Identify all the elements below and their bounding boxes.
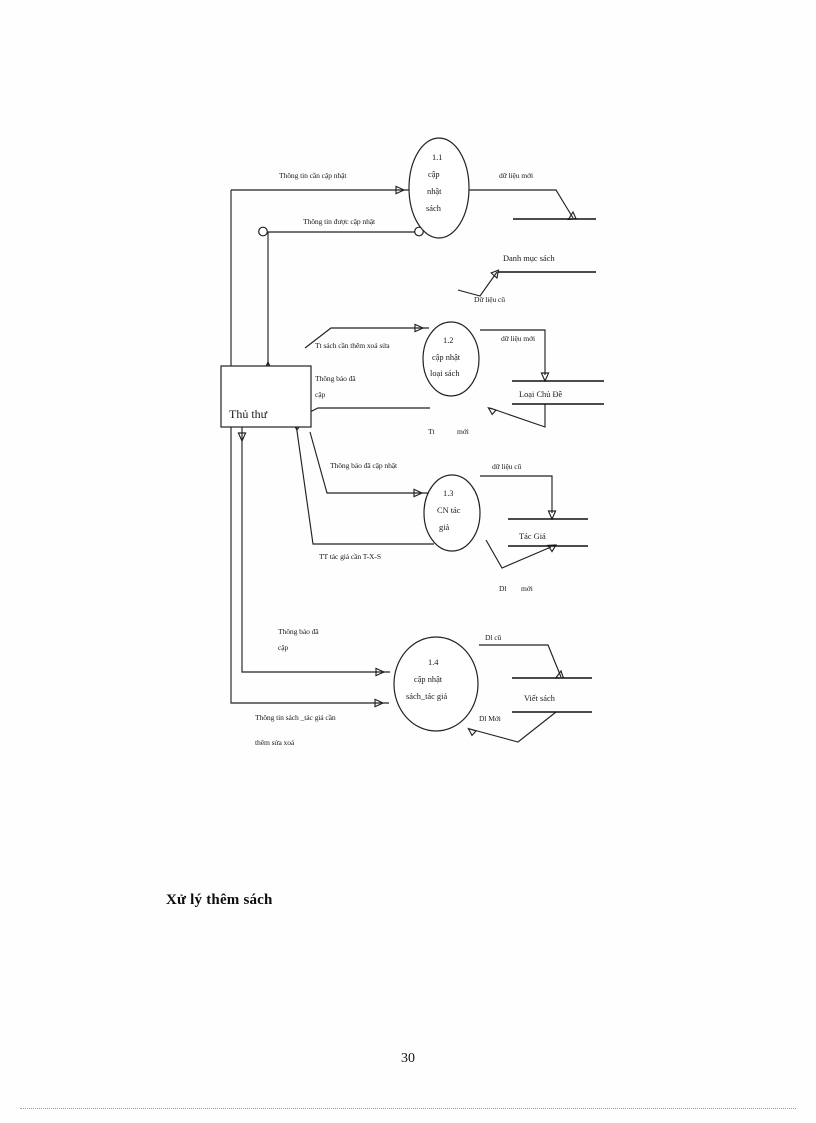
process-1-3: 1.3 CN tác giả bbox=[423, 474, 481, 552]
flow-label-f2: Thông tin được cập nhật bbox=[303, 217, 376, 226]
process-1-1-number: 1.1 bbox=[432, 153, 442, 162]
data-store-tac-gia: Tác Giả bbox=[508, 518, 588, 547]
data-store-danh-muc-sach: Danh mục sách bbox=[498, 254, 596, 273]
flow-label-f8: dữ liệu mới bbox=[501, 334, 535, 343]
process-1-1: 1.1 cập nhật sách bbox=[408, 137, 470, 239]
flow-dl-moi-2-line bbox=[467, 711, 557, 743]
flow-label-f19: Dl Mới bbox=[479, 714, 501, 723]
process-1-3-line2: giả bbox=[439, 523, 450, 532]
flow-label-f1: Thông tin cần cập nhật bbox=[279, 171, 347, 180]
flow-label-f7: cập bbox=[315, 390, 326, 399]
flow-label-f12: TT tác giả cần T-X-S bbox=[319, 552, 381, 561]
external-entity-thu-thu-label: Thủ thư bbox=[229, 407, 268, 421]
flow-label-f20: Thông tin sách _tác giả cần bbox=[255, 713, 336, 722]
flow-label-f4: Dữ liệu cũ bbox=[474, 295, 505, 304]
data-store-viet-sach: Viết sách bbox=[512, 677, 592, 713]
flow-label-f9: Tt bbox=[428, 427, 436, 436]
process-1-4-number: 1.4 bbox=[428, 658, 439, 667]
process-1-2-number: 1.2 bbox=[443, 336, 453, 345]
flow-label-f16: Thông báo đã bbox=[278, 627, 319, 636]
flow-du-lieu-cu-2-line bbox=[480, 475, 557, 521]
process-1-2: 1.2 cập nhật loại sách bbox=[422, 321, 480, 397]
data-store-viet-sach-label: Viết sách bbox=[524, 694, 556, 703]
flow-tt-moi-line bbox=[487, 404, 546, 428]
process-1-4-line1: cập nhật bbox=[414, 675, 443, 684]
process-1-1-line2: nhật bbox=[427, 187, 442, 196]
flow-tt-sach-tac-gia-line bbox=[230, 373, 389, 708]
page-number: 30 bbox=[401, 1051, 415, 1066]
process-1-2-line1: cập nhật bbox=[432, 353, 461, 362]
flow-thong-bao-da-cap-nhat-line bbox=[309, 431, 428, 498]
flow-tt-sach-them-xoa-sua-line bbox=[304, 323, 429, 349]
flow-thong-bao-da-cap-2-line bbox=[237, 427, 390, 677]
flow-label-f18: Dl cũ bbox=[485, 633, 501, 642]
process-1-2-line2: loại sách bbox=[430, 369, 460, 378]
process-1-4-line2: sách_tác giả bbox=[406, 692, 447, 701]
data-store-loai-chu-de: Loại Chủ Đề bbox=[512, 380, 604, 405]
flow-label-f5: Tt sách cần thêm xoá sửa bbox=[315, 341, 390, 350]
flow-label-f14: Dl bbox=[499, 584, 506, 593]
flow-dl-cu-line bbox=[479, 644, 565, 679]
flow-label-f21: thêm sửa xoá bbox=[255, 738, 295, 747]
flow-dl-moi-1-line bbox=[485, 539, 558, 569]
flow-label-f6: Thông báo đã bbox=[315, 374, 356, 383]
flow-label-f3: dữ liệu mới bbox=[499, 171, 533, 180]
flow-du-lieu-cu-1-line bbox=[457, 269, 500, 297]
footer-divider bbox=[20, 1108, 796, 1110]
flow-du-lieu-moi-2-line bbox=[480, 329, 550, 383]
process-1-4: 1.4 cập nhật sách_tác giả bbox=[393, 636, 479, 732]
process-1-1-line1: cập bbox=[428, 170, 440, 179]
data-store-danh-muc-sach-label: Danh mục sách bbox=[503, 254, 555, 263]
flow-tt-tac-gia-txs-line bbox=[292, 422, 434, 545]
process-1-1-line3: sách bbox=[426, 204, 442, 213]
process-1-3-number: 1.3 bbox=[443, 489, 453, 498]
flow-thong-tin-can-cap-nhat-line bbox=[230, 185, 410, 373]
data-store-tac-gia-label: Tác Giả bbox=[519, 532, 546, 541]
flow-label-f13: dữ liệu cũ bbox=[492, 462, 522, 471]
data-store-loai-chu-de-label: Loại Chủ Đề bbox=[519, 390, 563, 399]
flow-label-f10: mới bbox=[457, 427, 469, 436]
figure-caption: Xử lý thêm sách bbox=[166, 892, 273, 908]
flow-label-f15: mới bbox=[521, 584, 533, 593]
process-1-3-line1: CN tác bbox=[437, 506, 461, 515]
external-entity-thu-thu: Thủ thư bbox=[220, 365, 312, 428]
flow-label-f11: Thông báo đã cập nhật bbox=[330, 461, 398, 470]
flow-label-f17: cập bbox=[278, 643, 289, 652]
flow-du-lieu-moi-1-line bbox=[468, 189, 577, 221]
